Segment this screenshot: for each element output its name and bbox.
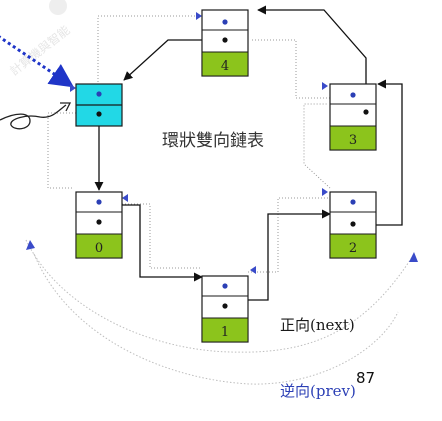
forward-direction-arrowhead [409, 252, 418, 262]
forward-label: 正向(next) [280, 316, 355, 334]
prev-link-4-to-head [97, 15, 204, 83]
node-1: 1 [201, 275, 249, 343]
node-2-value: 2 [349, 241, 357, 256]
watermark: 計算機與智能 [7, 22, 73, 78]
node-2: 2 [329, 191, 377, 259]
prev-link-0-to-1 [122, 203, 200, 269]
cursor-scribble [0, 104, 67, 130]
prev-link-2-to-3 [303, 103, 331, 189]
backward-direction-arrowhead [26, 240, 35, 250]
head-pointer-arrow [0, 35, 74, 88]
head-node [75, 83, 123, 127]
prev-links [47, 15, 331, 273]
node-4: 4 [201, 9, 249, 77]
backward-direction-arc [33, 253, 399, 385]
cursor-scribble-tip [60, 102, 72, 112]
backward-label: 逆向(prev) [280, 382, 356, 400]
node-0-value: 0 [95, 241, 103, 256]
node-4-value: 4 [221, 59, 229, 74]
page-number: 87 [356, 369, 375, 387]
prev-link-head-to-0 [47, 112, 76, 189]
prev-link-1-to-2 [248, 197, 328, 273]
prev-link-arrowheads [70, 12, 328, 274]
next-link-2-to-3 [353, 79, 403, 226]
node-3-value: 3 [349, 133, 357, 148]
center-label: 環狀雙向鏈表 [162, 131, 264, 151]
prev-link-3-to-4 [250, 39, 330, 99]
node-1-value: 1 [221, 325, 229, 340]
node-3: 3 [329, 83, 377, 151]
watermark-logo [49, 0, 67, 15]
node-0: 0 [75, 191, 123, 259]
